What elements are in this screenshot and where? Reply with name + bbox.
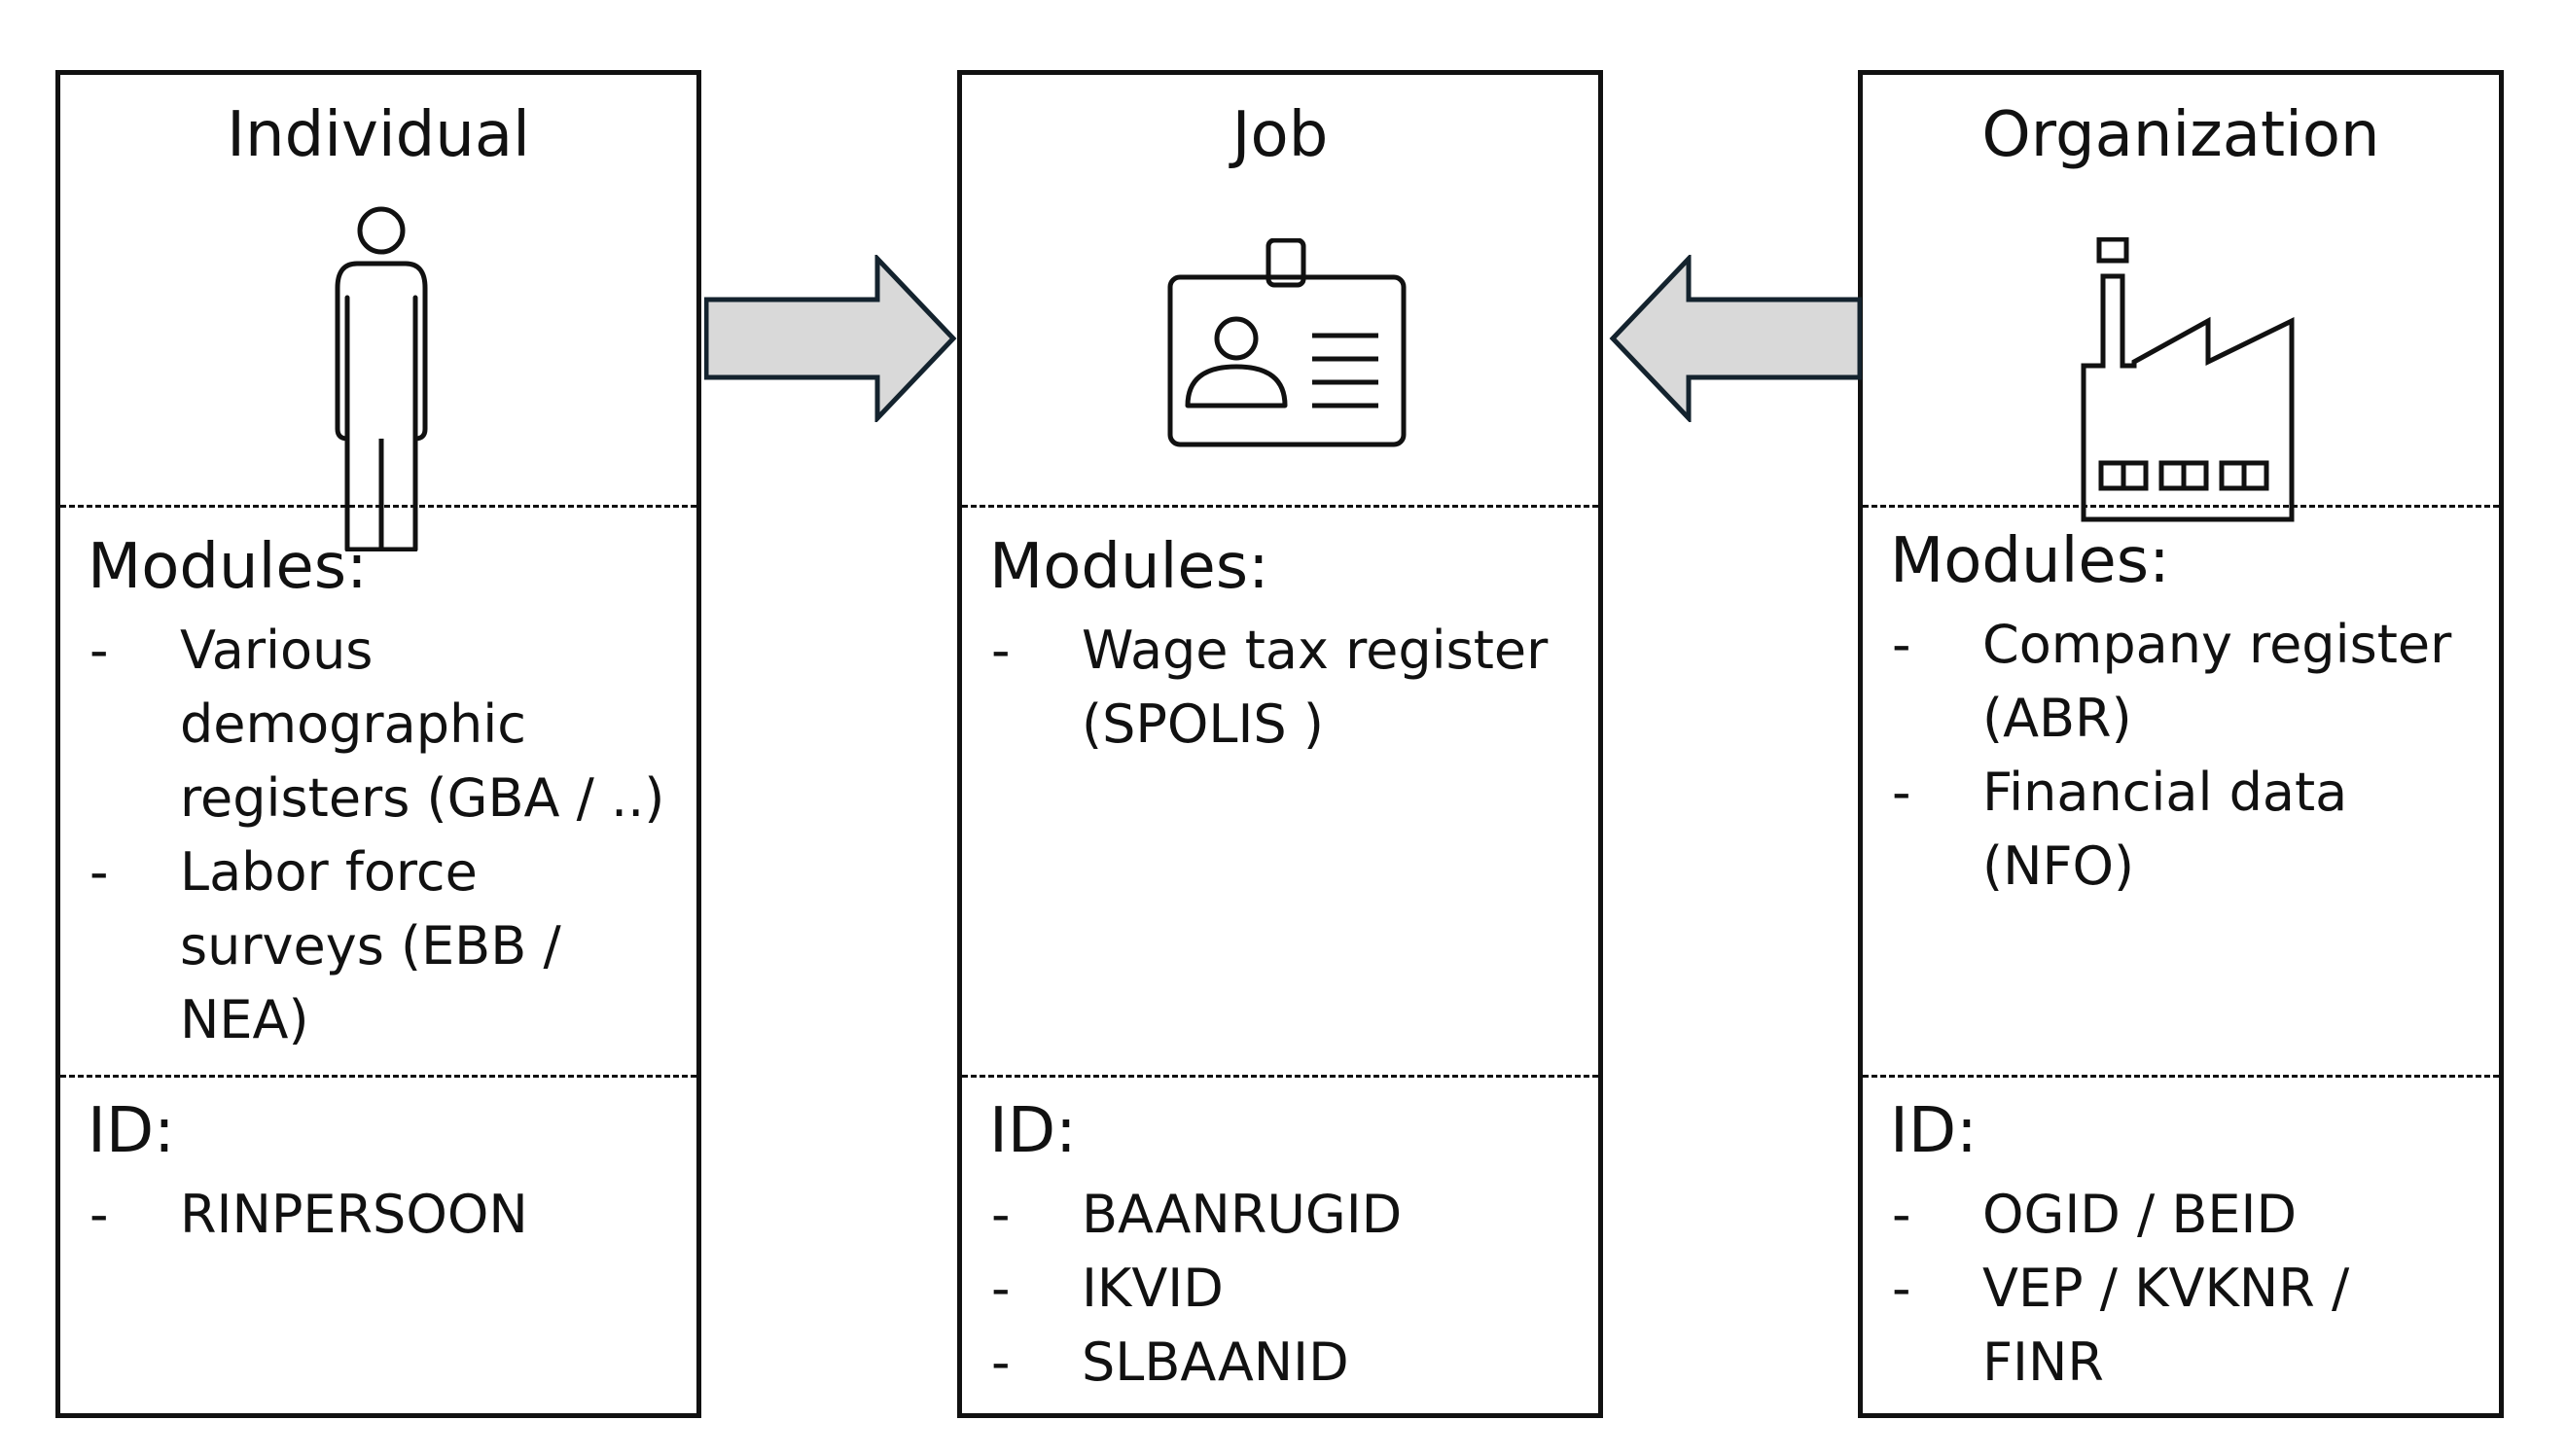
module-label: Labor force surveys (EBB / NEA) <box>180 840 561 1050</box>
bullet-dash: - <box>89 840 109 903</box>
job-divider-bottom <box>962 1075 1598 1078</box>
organization-module-item: - Company register (ABR) <box>1890 608 2485 756</box>
module-label: Company register (ABR) <box>1982 613 2452 749</box>
arrow-left-shape <box>1609 255 1862 422</box>
module-label: Various demographic registers (GBA / ..) <box>180 619 665 829</box>
organization-id-item: - VEP / KVKNR / FINR <box>1890 1252 2485 1400</box>
individual-divider-bottom <box>60 1075 696 1078</box>
bullet-dash: - <box>1892 1183 1911 1245</box>
organization-title: Organization <box>1981 99 2380 171</box>
job-divider-top <box>962 505 1598 508</box>
bullet-dash: - <box>991 1183 1011 1245</box>
individual-module-item: - Labor force surveys (EBB / NEA) <box>88 835 683 1057</box>
individual-module-item: - Various demographic registers (GBA / ..… <box>88 614 683 835</box>
job-modules-section: Modules: - Wage tax register (SPOLIS ) <box>989 531 1585 762</box>
job-id-item: - SLBAANID <box>989 1326 1585 1400</box>
organization-module-item: - Financial data (NFO) <box>1890 756 2485 904</box>
bullet-dash: - <box>1892 1257 1911 1319</box>
individual-id-heading: ID: <box>88 1095 175 1167</box>
job-modules-heading: Modules: <box>989 531 1269 603</box>
arrow-right-shape <box>704 255 957 422</box>
organization-modules-heading: Modules: <box>1890 525 2170 597</box>
id-badge-icon <box>1167 238 1407 447</box>
organization-divider-bottom <box>1863 1075 2499 1078</box>
bullet-dash: - <box>1892 613 1911 675</box>
organization-modules-section: Modules: - Company register (ABR) - Financ… <box>1890 525 2485 904</box>
id-label: VEP / KVKNR / FINR <box>1982 1257 2350 1393</box>
module-label: Wage tax register (SPOLIS ) <box>1082 619 1549 755</box>
job-id-section: ID: - BAANRUGID - IKVID - SLBAANID <box>989 1095 1585 1400</box>
individual-id-section: ID: - RINPERSOON <box>88 1095 683 1252</box>
id-label: IKVID <box>1082 1257 1224 1319</box>
bullet-dash: - <box>89 619 109 681</box>
organization-id-section: ID: - OGID / BEID - VEP / KVKNR / FINR <box>1890 1095 2485 1400</box>
id-label: RINPERSOON <box>180 1183 528 1245</box>
individual-title: Individual <box>227 99 530 171</box>
individual-panel: Individual Modules: - Various demographic… <box>55 70 701 1418</box>
individual-id-item: - RINPERSOON <box>88 1178 683 1252</box>
bullet-dash: - <box>991 619 1011 681</box>
individual-modules-section: Modules: - Various demographic registers … <box>88 531 683 1057</box>
id-label: OGID / BEID <box>1982 1183 2298 1245</box>
individual-modules-heading: Modules: <box>88 531 368 603</box>
module-label: Financial data (NFO) <box>1982 761 2348 897</box>
factory-icon <box>2081 237 2295 522</box>
id-label: SLBAANID <box>1082 1331 1349 1393</box>
job-panel: Job Modules: - Wage tax register (SPOLIS … <box>957 70 1603 1418</box>
arrow-individual-to-job <box>704 255 957 422</box>
job-module-item: - Wage tax register (SPOLIS ) <box>989 614 1585 762</box>
organization-panel: Organization Modules: - Company register … <box>1858 70 2504 1418</box>
id-label: BAANRUGID <box>1082 1183 1403 1245</box>
bullet-dash: - <box>89 1183 109 1245</box>
job-id-heading: ID: <box>989 1095 1077 1167</box>
job-id-item: - BAANRUGID <box>989 1178 1585 1252</box>
job-id-item: - IKVID <box>989 1252 1585 1326</box>
arrow-organization-to-job <box>1609 255 1862 422</box>
bullet-dash: - <box>991 1331 1011 1393</box>
individual-divider-top <box>60 505 696 508</box>
bullet-dash: - <box>991 1257 1011 1319</box>
organization-id-item: - OGID / BEID <box>1890 1178 2485 1252</box>
organization-divider-top <box>1863 505 2499 508</box>
job-title: Job <box>1231 99 1329 171</box>
organization-id-heading: ID: <box>1890 1095 1978 1167</box>
person-icon <box>335 206 428 551</box>
bullet-dash: - <box>1892 761 1911 823</box>
